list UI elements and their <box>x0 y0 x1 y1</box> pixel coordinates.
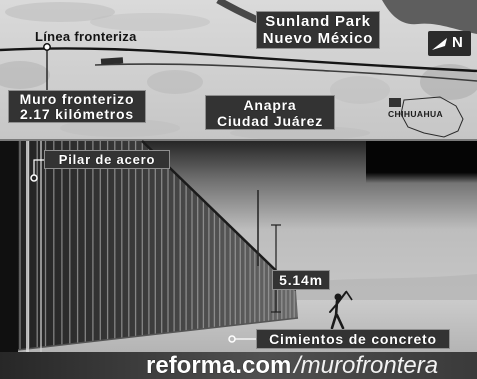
anapra-city: Ciudad Juárez <box>216 113 324 129</box>
footer: reforma.com /murofrontera <box>0 352 477 379</box>
fence-bars <box>19 141 295 350</box>
distant-hills <box>296 274 477 302</box>
river <box>382 0 477 34</box>
person-silhouette <box>329 290 353 330</box>
state-inset-label: CHIHUAHUA <box>388 109 444 119</box>
footer-band <box>0 352 477 379</box>
light-stripe <box>26 141 29 352</box>
terrain-patch <box>147 70 203 94</box>
photo-panel <box>0 140 477 353</box>
dark-corner <box>366 141 477 183</box>
section-divider <box>0 139 477 141</box>
border-line-label: Línea fronteriza <box>35 29 137 44</box>
wall-start-marker <box>43 43 51 51</box>
wall-height-label: 5.14m <box>272 270 330 290</box>
terrain-patch <box>0 61 50 89</box>
fence-base <box>0 317 299 353</box>
north-label: N <box>452 34 463 51</box>
north-indicator <box>428 31 471 56</box>
sunland-park-city: Sunland Park <box>265 13 371 30</box>
pillar-label: Pilar de acero <box>44 150 170 169</box>
wall-length-label: Muro fronterizo 2.17 kilómetros <box>8 90 146 123</box>
terrain-patch <box>420 64 477 100</box>
foundation-pointer <box>228 335 256 343</box>
foundation-label: Cimientos de concreto <box>256 329 450 349</box>
wall-length-title: Muro fronterizo <box>19 91 135 107</box>
north-arrow-icon <box>432 38 447 50</box>
sunland-park-state: Nuevo México <box>262 30 374 47</box>
terrain-patch <box>5 2 115 22</box>
wall-segment <box>100 57 124 65</box>
anapra-label: Anapra Ciudad Juárez <box>205 95 335 130</box>
footer-path: /murofrontera <box>294 352 439 379</box>
terrain-patch <box>60 119 180 137</box>
map-panel <box>0 0 477 141</box>
wall-length-value: 2.17 kilómetros <box>20 106 134 122</box>
foundation-pointer-dot <box>228 335 236 343</box>
road <box>94 63 477 82</box>
foreground-post <box>0 141 18 352</box>
person-arms <box>329 291 347 313</box>
location-inset-icon <box>389 98 401 107</box>
sunland-park-label: Sunland Park Nuevo México <box>256 11 380 49</box>
border-line <box>0 47 477 73</box>
map-terrain <box>0 2 477 140</box>
pillar-pointer <box>30 159 44 182</box>
light-stripe <box>40 141 42 352</box>
footer-site: reforma.com <box>146 352 292 379</box>
pillar-pointer-line <box>33 159 44 175</box>
person-tool <box>345 290 353 301</box>
chihuahua-outline <box>400 96 464 138</box>
terrain-patch <box>90 13 210 31</box>
height-dimension-line <box>271 224 281 313</box>
anapra-neighborhood: Anapra <box>243 97 297 113</box>
pillar-pointer-dot <box>30 174 38 182</box>
terrain-patch <box>330 76 390 104</box>
